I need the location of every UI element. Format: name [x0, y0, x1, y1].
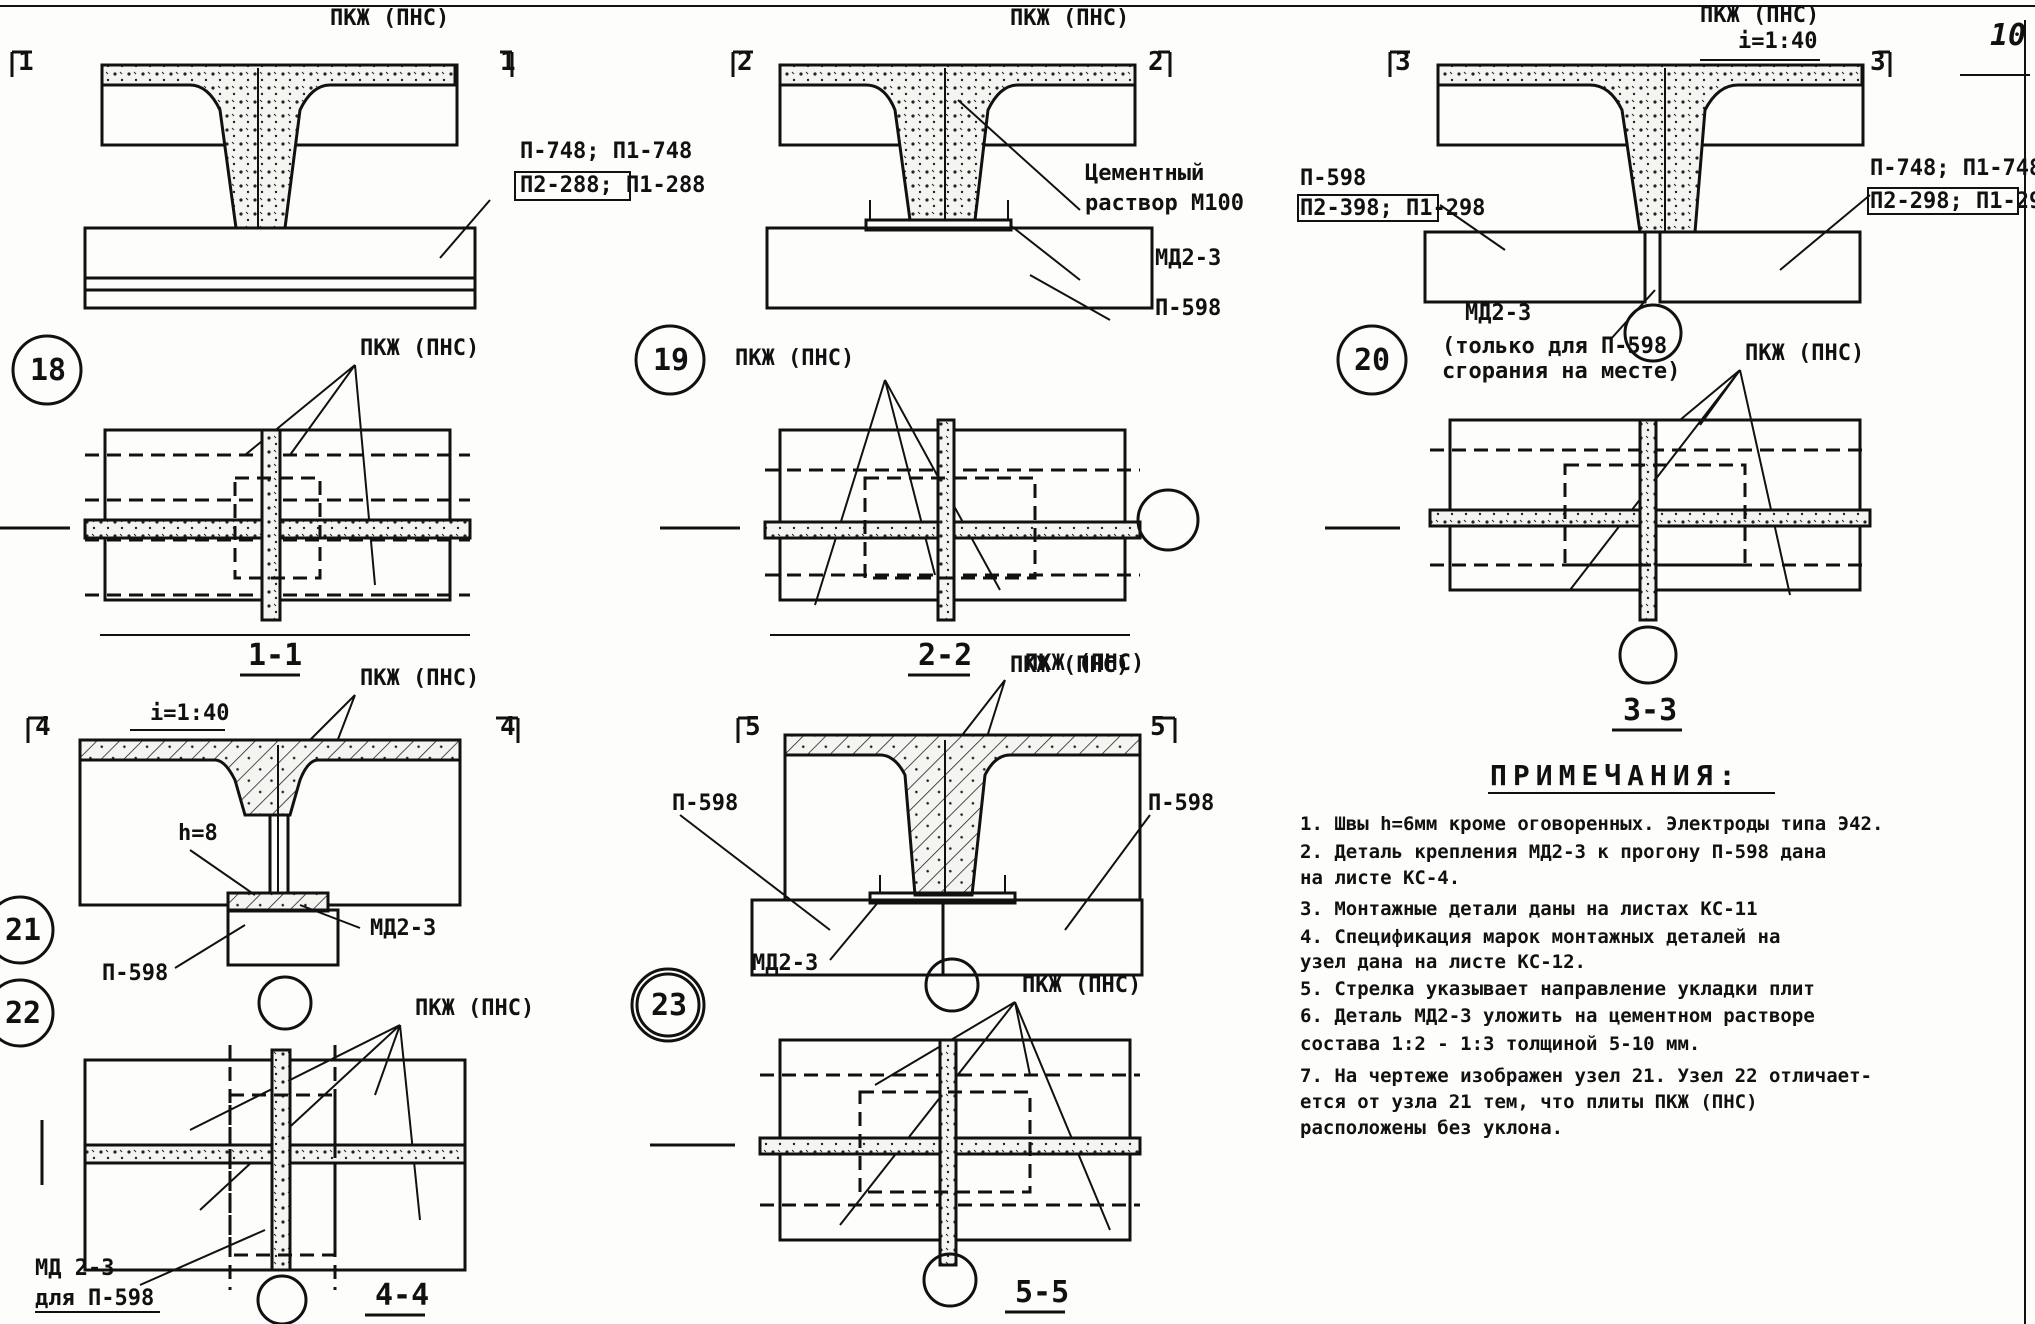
- label-md-2: МД2-3: [1155, 246, 1221, 271]
- section-3-3: 3 3 ПКЖ (ПНС) i=1:40 П-598 П2-398; П1-29…: [1297, 3, 2035, 384]
- note-line-6: узел дана на листе КС-12.: [1300, 951, 1586, 973]
- label-beam-1a: П-748; П1-748: [520, 139, 692, 164]
- note-line-7: 5. Стрелка указывает направление укладки…: [1300, 978, 1815, 1000]
- label-pkzh-9: ПКЖ (ПНС): [415, 996, 534, 1021]
- section-label-3-3: 3-3: [1623, 693, 1677, 728]
- label-beam-3c: П2-298; П1-298: [1870, 189, 2035, 214]
- section-mark-3-left: 3: [1395, 47, 1411, 77]
- node-number-19: 19: [653, 343, 689, 378]
- section-label-5-5: 5-5: [1015, 1275, 1069, 1310]
- sheet-number: 10: [1990, 18, 2026, 53]
- node-number-21: 21: [5, 913, 41, 948]
- notes-title: ПРИМЕЧАНИЯ:: [1490, 759, 1741, 792]
- section-mark-2-left: 2: [737, 47, 753, 77]
- label-md-4: МД2-3: [370, 916, 436, 941]
- node-18: 18 ПКЖ (ПНС) 1-1: [0, 334, 479, 677]
- nodes-21-22: 21 22 ПКЖ (ПНС) МД 2-3 для П-598 4-4: [0, 895, 534, 1324]
- section-4-4: 4 4 ПКЖ (ПНС) i=1:40 h=8 МД2-3 П-598: [26, 666, 520, 1031]
- label-slope-3: i=1:40: [1738, 29, 1817, 54]
- label-pkzh-2: ПКЖ (ПНС): [360, 336, 479, 361]
- label-cement-1: Цементный: [1085, 161, 1204, 186]
- section-label-2-2: 2-2: [918, 638, 972, 673]
- notes-block: ПРИМЕЧАНИЯ: 1. Швы h=6мм кроме оговоренн…: [1300, 759, 1883, 1139]
- label-md-22a: МД 2-3: [35, 1256, 114, 1281]
- note-line-9: состава 1:2 - 1:3 толщиной 5-10 мм.: [1300, 1033, 1700, 1055]
- label-pkzh-3: ПКЖ (ПНС): [1010, 6, 1129, 31]
- label-note-3a: (только для П-598: [1442, 334, 1667, 359]
- label-pkzh-8: ПКЖ (ПНС): [360, 666, 479, 691]
- label-p598-4: П-598: [102, 961, 168, 986]
- note-line-10: 7. На чертеже изображен узел 21. Узел 22…: [1300, 1065, 1872, 1087]
- label-beam-3a: П2-398; П1-298: [1300, 196, 1485, 221]
- label-p598-5a: П-598: [672, 791, 738, 816]
- label-pkzh-7: ПКЖ (ПНС): [1745, 341, 1864, 366]
- label-pkzh-4: ПКЖ (ПНС): [735, 346, 854, 371]
- node-23: 23 ПКЖ (ПНС) 5-5: [630, 967, 1142, 1314]
- section-5-5: 5 5 ПКЖ (ПНС) П-598 П-598 МД2-3: [672, 653, 1214, 1013]
- label-p598-2: П-598: [1155, 296, 1221, 321]
- section-2-2: 2 2 ПКЖ (ПНС) Цементный раствор М100 МД2…: [731, 6, 1244, 321]
- note-line-1: 1. Швы h=6мм кроме оговоренных. Электрод…: [1300, 813, 1883, 835]
- label-beam-3d: П-598: [1300, 166, 1366, 191]
- label-pkzh-1: ПКЖ (ПНС): [330, 6, 449, 31]
- node-19: 19 ПКЖ (ПНС) 2-2 ПКЖ (ПНС): [634, 324, 1200, 677]
- label-pkzh-11: ПКЖ (ПНС): [1022, 973, 1141, 998]
- label-p598-5b: П-598: [1148, 791, 1214, 816]
- label-pkzh-10: ПКЖ (ПНС): [1010, 653, 1129, 678]
- note-line-2: 2. Деталь крепления МД2-3 к прогону П-59…: [1300, 841, 1826, 863]
- node-number-23: 23: [651, 988, 687, 1023]
- note-line-12: расположены без уклона.: [1300, 1117, 1563, 1139]
- section-mark-2-right: 2: [1148, 47, 1164, 77]
- node-number-18: 18: [30, 353, 66, 388]
- note-line-11: ется от узла 21 тем, что плиты ПКЖ (ПНС): [1300, 1091, 1758, 1113]
- label-pkzh-5: ПКЖ (ПНС): [1025, 651, 1144, 676]
- note-line-4: 3. Монтажные детали даны на листах КС-11: [1300, 898, 1758, 920]
- section-mark-3-right: 3: [1870, 47, 1886, 77]
- node-number-22: 22: [5, 996, 41, 1031]
- label-md-5: МД2-3: [752, 951, 818, 976]
- label-md-3: МД2-3: [1465, 301, 1531, 326]
- section-label-1-1: 1-1: [248, 638, 302, 673]
- label-beam-3b: П-748; П1-748: [1870, 156, 2035, 181]
- node-20: 20 ПКЖ (ПНС) 3-3: [1325, 324, 1872, 732]
- note-line-8: 6. Деталь МД2-3 уложить на цементном рас…: [1300, 1005, 1815, 1027]
- label-beam-1b: П2-288; П1-288: [520, 173, 705, 198]
- section-1-1: 1 1 ПКЖ (ПНС) П-748; П1-748 П2-288; П1-2…: [10, 6, 705, 310]
- section-label-4-4: 4-4: [375, 1278, 429, 1313]
- node-number-20: 20: [1354, 343, 1390, 378]
- label-pkzh-6: ПКЖ (ПНС): [1700, 3, 1819, 28]
- section-mark-1-left: 1: [18, 47, 34, 77]
- note-line-3: на листе КС-4.: [1300, 867, 1460, 889]
- label-slope-4: i=1:40: [150, 701, 229, 726]
- label-cement-2: раствор М100: [1085, 191, 1244, 216]
- label-h8: h=8: [178, 821, 218, 846]
- label-note-3b: сгорания на месте): [1442, 359, 1680, 384]
- note-line-5: 4. Спецификация марок монтажных деталей …: [1300, 926, 1780, 948]
- label-md-22b: для П-598: [35, 1286, 154, 1311]
